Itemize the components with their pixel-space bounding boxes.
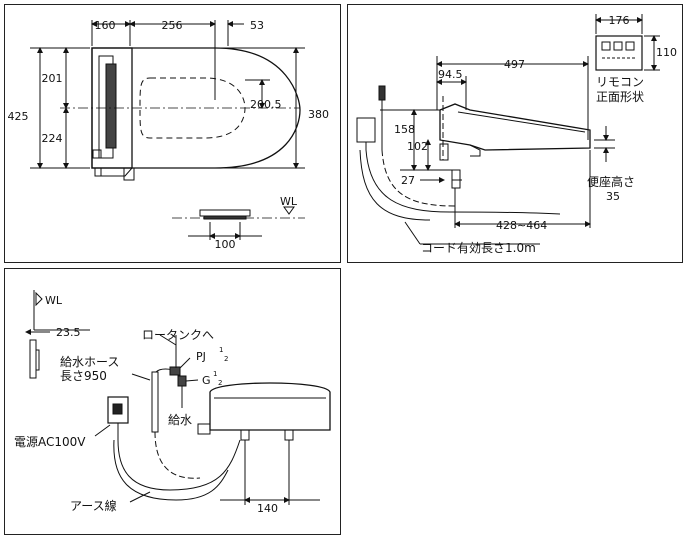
dim-remote-width: 176: [609, 14, 630, 27]
dim-158: 158: [394, 123, 415, 136]
cord-label: コード有効長さ1.0m: [421, 240, 536, 255]
dim-front-extra: 53: [250, 19, 264, 32]
dim-bracket: 100: [215, 238, 236, 251]
wl-label-top: WL: [280, 195, 298, 208]
panel-side-view: [347, 4, 683, 263]
dim-seat-depth: 256: [162, 19, 183, 32]
seat-height-value: 35: [606, 190, 620, 203]
dim-94-5: 94.5: [438, 68, 463, 81]
water-supply-label: 給水: [168, 413, 192, 427]
power-label: 電源AC100V: [14, 435, 86, 449]
piping-view-drawing: [25, 290, 331, 505]
dim-total-height: 425: [8, 110, 29, 123]
top-view-labels: 160 256 53 201 425 224 200.5 380 WL 100: [8, 19, 330, 251]
pj-half-den: 2: [224, 355, 228, 363]
wl-label-piping: WL: [45, 294, 63, 307]
dim-tank-offset: 160: [95, 19, 116, 32]
dim-range: 428∼464: [496, 219, 547, 232]
g-label: G: [202, 374, 211, 387]
dim-lower: 224: [42, 132, 63, 145]
panel-piping-view: [4, 268, 341, 535]
dim-upper: 201: [42, 72, 63, 85]
seat-height-label: 便座高さ: [587, 174, 635, 189]
dim-remote-height: 110: [656, 46, 677, 59]
dim-overall: 497: [504, 58, 525, 71]
side-view-drawing: [356, 14, 660, 245]
piping-view-labels: WL 23.5 ロータンクへ PJ 1 2 G 1 2 給水ホース 長さ950 …: [14, 294, 278, 515]
to-tank-label: ロータンクへ: [142, 328, 214, 342]
hose-label-2: 長さ950: [60, 369, 107, 383]
earth-label: アース線: [70, 498, 117, 513]
dim-center: 200.5: [250, 98, 282, 111]
hose-label-1: 給水ホース: [60, 355, 119, 369]
remote-caption-1: リモコン: [596, 75, 644, 89]
top-view-drawing: [30, 20, 305, 240]
dim-seat-width: 380: [308, 108, 329, 121]
remote-caption-2: 正面形状: [596, 90, 644, 104]
g-half-num: 1: [213, 370, 217, 378]
dim-140: 140: [257, 502, 278, 515]
dim-27: 27: [401, 174, 415, 187]
pj-half-num: 1: [219, 346, 223, 354]
dim-102: 102: [407, 140, 428, 153]
panel-top-view: [4, 4, 341, 263]
pj-label: PJ: [196, 350, 206, 363]
side-view-labels: 176 110 リモコン 正面形状 497 94.5 158 102 27 42…: [394, 14, 677, 255]
g-half-den: 2: [218, 379, 222, 387]
dim-23-5: 23.5: [56, 326, 81, 339]
